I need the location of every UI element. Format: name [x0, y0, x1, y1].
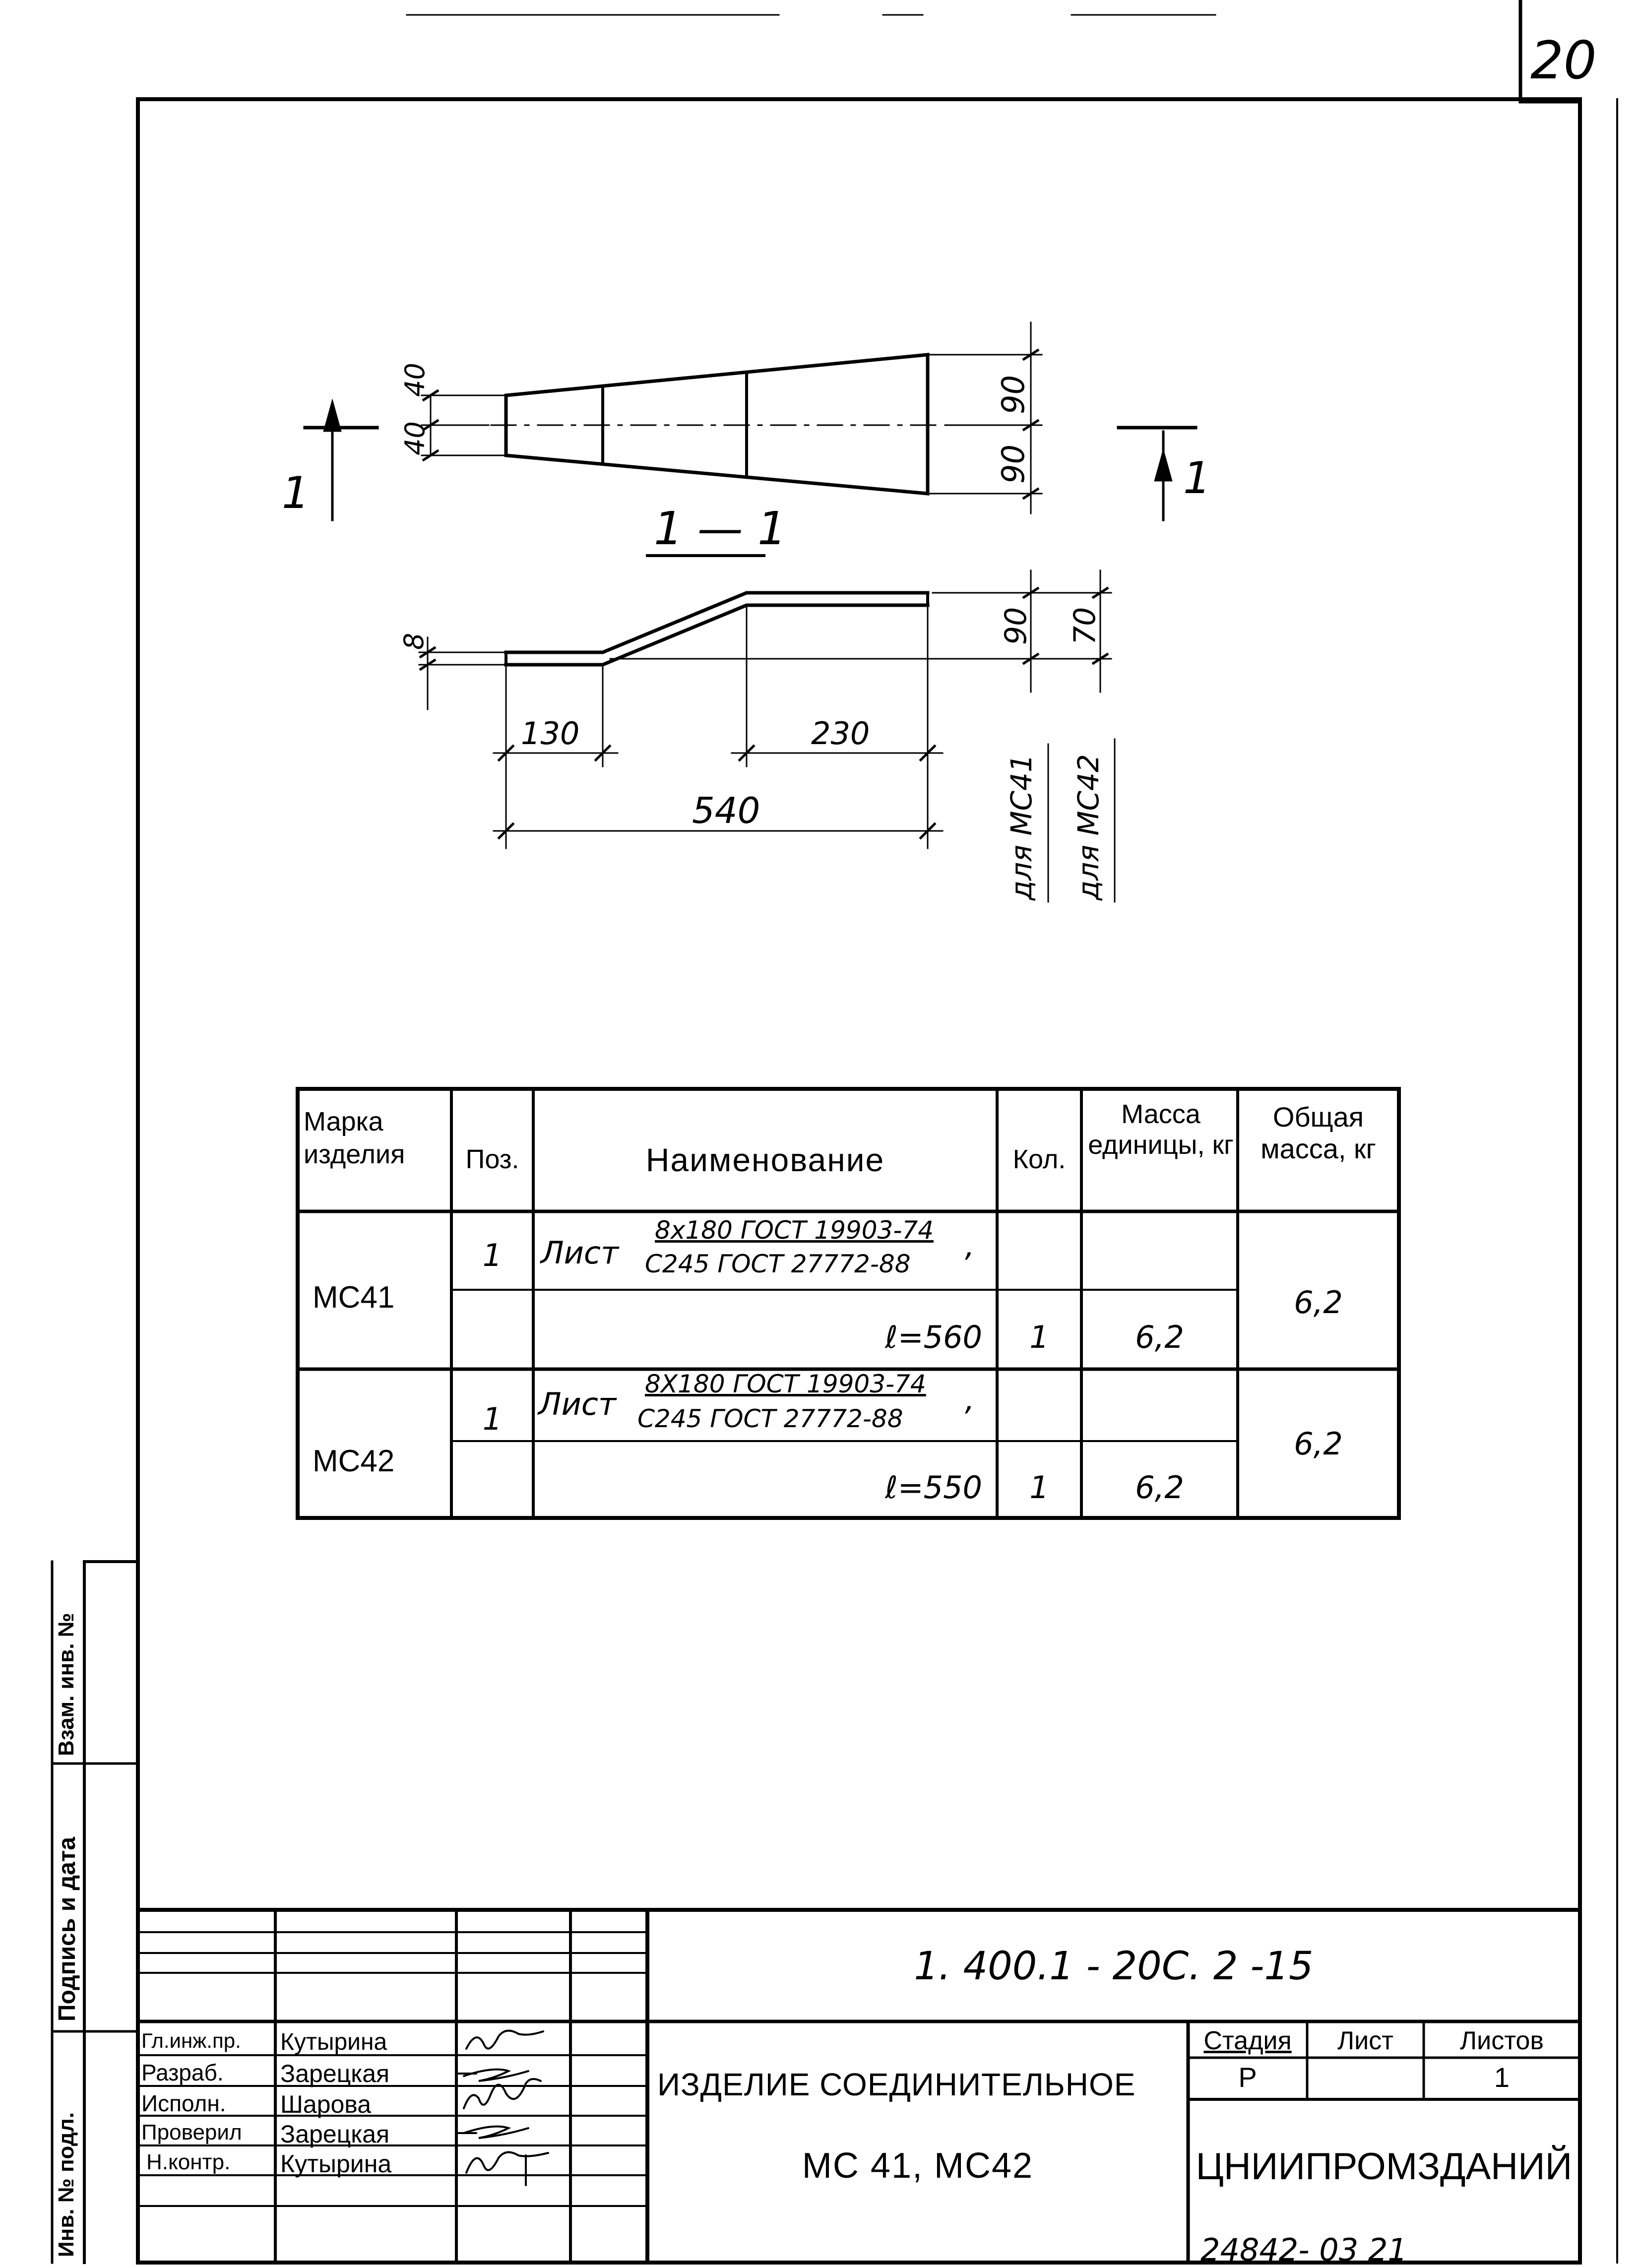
row-mc41-pos: 1 [482, 1237, 503, 1273]
name-checker: Зарецкая [280, 2120, 390, 2148]
header-name: Наименование [645, 1141, 885, 1178]
row-mc42-name-top: 8Х180 ГОСТ 19903-74 [645, 1370, 926, 1398]
row-mc41-name-bottom: С245 ГОСТ 27772-88 [645, 1250, 911, 1278]
row-mc42-mark: МС42 [313, 1444, 395, 1478]
row-mc41-name-comma: , [965, 1227, 975, 1263]
organization: ЦНИИПРОМЗДАНИЙ [1196, 2145, 1573, 2188]
row-mc41-mark: МС41 [313, 1280, 395, 1315]
role-developer: Разраб. [141, 2060, 224, 2085]
row-mc41-length: ℓ=560 [885, 1319, 982, 1355]
row-mc41-name-top: 8х180 ГОСТ 19903-74 [655, 1216, 934, 1245]
row-mc42-pos: 1 [482, 1401, 503, 1437]
signature-developer [455, 2068, 529, 2082]
drawing-code: 1. 400.1 - 20С. 2 -15 [914, 1944, 1314, 1989]
row-mc41-total-mass: 6,2 [1294, 1284, 1343, 1321]
product-title-line1: ИЗДЕЛИЕ СОЕДИНИТЕЛЬНОЕ [657, 2067, 1136, 2102]
dim-section-total: 540 [692, 790, 760, 831]
header-pos: Поз. [465, 1144, 519, 1174]
sheet-number: 20 [1530, 30, 1597, 91]
section-mark-left: 1 [282, 467, 310, 518]
stage-label: Стадия [1203, 2026, 1292, 2055]
header-qty: Кол. [1012, 1144, 1066, 1174]
row-mc41-unit-mass: 6,2 [1135, 1319, 1184, 1355]
name-chief-engineer: Кутырина [280, 2029, 387, 2055]
row-mc42-name-bottom: С245 ГОСТ 27772-88 [637, 1404, 903, 1433]
archive-number: 24842- 03 21 [1200, 2232, 1407, 2268]
row-mc42-name-prefix: Лист [538, 1386, 617, 1422]
signature-checker [455, 2125, 529, 2139]
header-total-mass: Общая масса, кг [1261, 1101, 1376, 1164]
role-norm-control: Н.контр. [146, 2150, 231, 2174]
sheets-value: 1 [1494, 2062, 1510, 2093]
role-executor: Исполн. [141, 2090, 226, 2116]
dim-section-right: 230 [811, 715, 870, 752]
row-mc42-total-mass: 6,2 [1294, 1426, 1343, 1462]
stage-value: Р [1238, 2062, 1257, 2093]
name-norm-control: Кутырина [280, 2150, 392, 2178]
signature-norm-control [465, 2151, 549, 2186]
header-unit-mass: Масса единицы, кг [1088, 1099, 1234, 1160]
row-mc41-name-prefix: Лист [541, 1235, 619, 1271]
signature-chief-engineer [465, 2029, 544, 2050]
row-mc42-length: ℓ=550 [885, 1469, 982, 1506]
row-mc42-unit-mass: 6,2 [1135, 1469, 1184, 1506]
section-mark-right: 1 [1183, 452, 1211, 504]
header-mark: Марка изделия [304, 1107, 405, 1169]
section-title: 1 — 1 [654, 502, 787, 555]
name-executor: Шарова [280, 2090, 372, 2118]
row-mc41-qty: 1 [1029, 1319, 1049, 1355]
dim-section-left: 130 [521, 715, 580, 752]
name-developer: Зарецкая [280, 2060, 390, 2087]
sheets-label: Листов [1460, 2026, 1544, 2055]
signature-executor [463, 2078, 542, 2109]
product-title-line2: МС 41, МС42 [802, 2146, 1034, 2186]
role-checker: Проверил [141, 2120, 242, 2144]
row-mc42-qty: 1 [1029, 1469, 1049, 1506]
sheet-label: Лист [1337, 2026, 1393, 2055]
role-chief-engineer: Гл.инж.пр. [141, 2029, 241, 2052]
row-mc42-name-comma: , [965, 1381, 975, 1417]
